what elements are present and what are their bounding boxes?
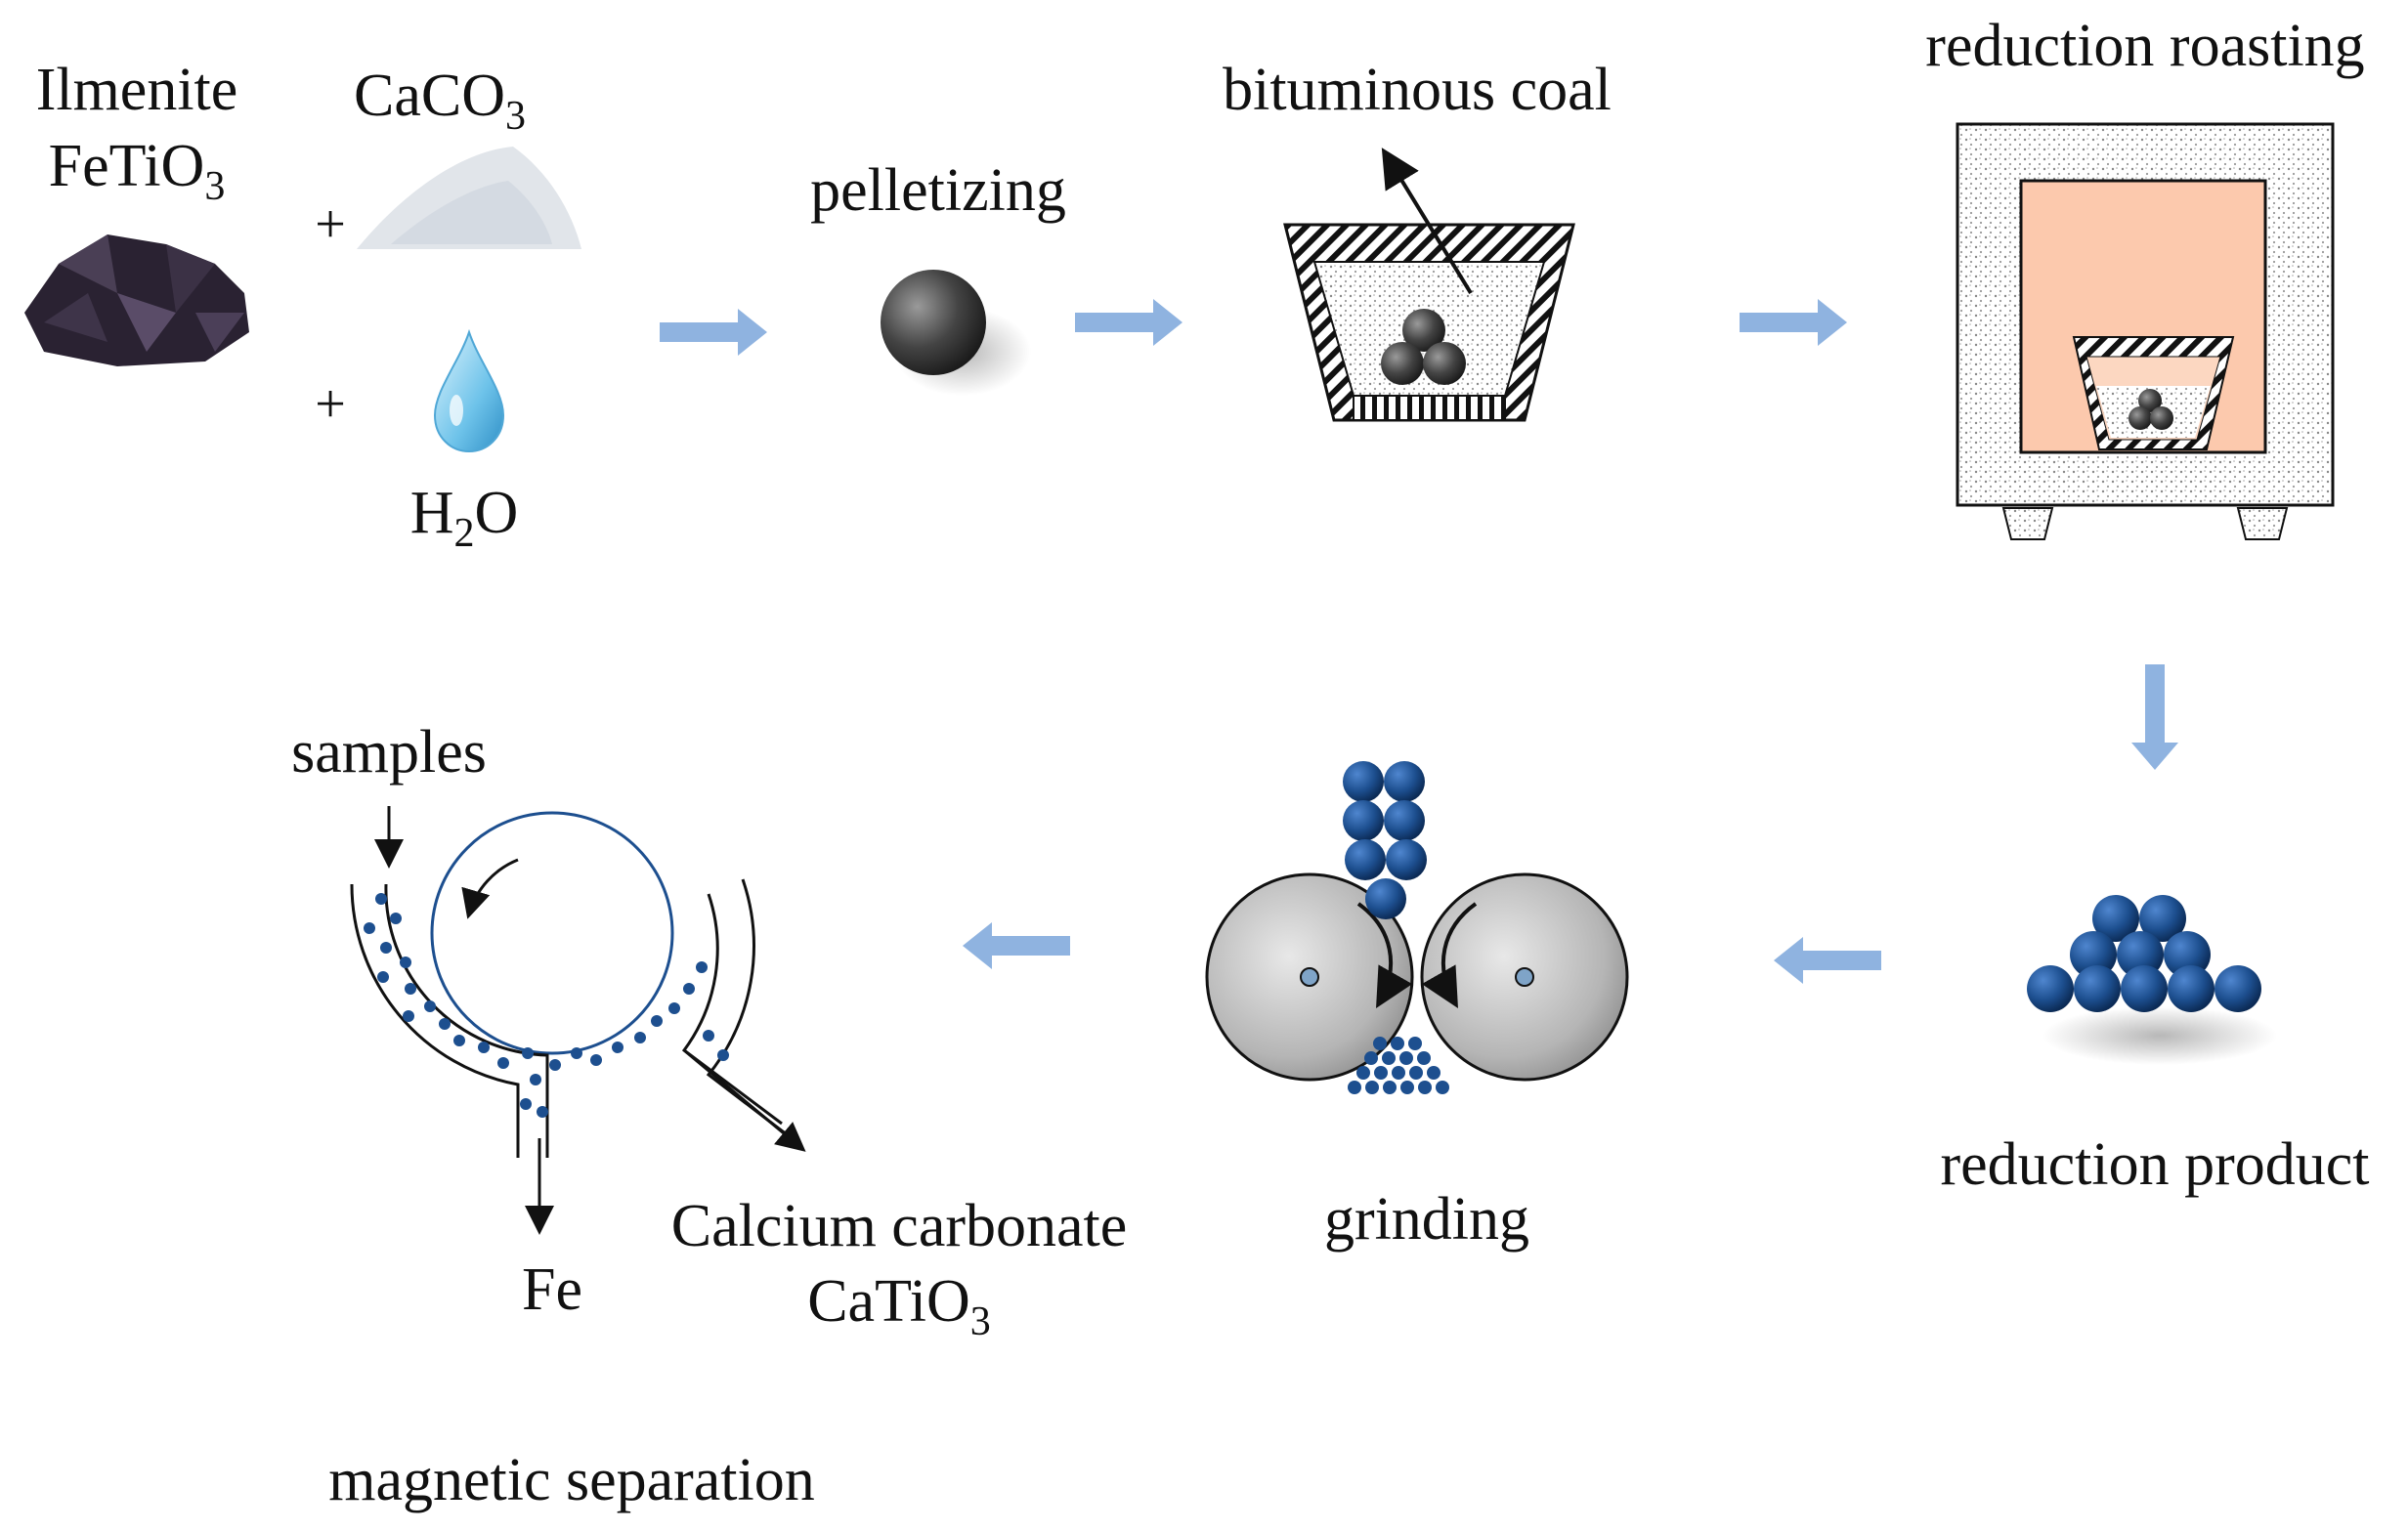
calcium-carbonate-powder-icon — [357, 147, 581, 249]
caco3-label: CaCO3 — [354, 63, 526, 139]
magnetic-separation-label: magnetic separation — [328, 1447, 815, 1513]
bituminous-coal-label: bituminous coal — [1223, 57, 1612, 123]
pelletizing-label: pelletizing — [810, 157, 1066, 224]
calcium-carbonate-label: Calcium carbonate — [671, 1193, 1128, 1259]
magnetic-separator-icon — [350, 806, 806, 1235]
flow-arrow-left-2 — [963, 922, 1070, 969]
reduction-roasting-label: reduction roasting — [1925, 13, 2364, 79]
flow-arrow-down — [2131, 664, 2178, 770]
plus-sign-2: + — [315, 374, 346, 435]
ilmenite-rock-icon — [24, 234, 249, 366]
h2o-label: H2O — [410, 480, 519, 556]
flow-arrow-3 — [1740, 299, 1847, 346]
catio3-label: CaTiO3 — [807, 1268, 991, 1344]
reduction-product-pile-icon — [2027, 895, 2277, 1065]
flow-arrow-2 — [1075, 299, 1182, 346]
furnace-icon — [1956, 122, 2335, 540]
grinding-rollers-icon — [1205, 761, 1629, 1094]
flow-arrow-1 — [660, 309, 767, 356]
ilmenite-label: Ilmenite — [36, 57, 238, 123]
samples-label: samples — [291, 719, 487, 786]
plus-sign-1: + — [315, 194, 346, 255]
fe-label: Fe — [522, 1256, 582, 1323]
fetio3-label: FeTiO3 — [49, 133, 226, 209]
pellet-ball-icon — [881, 270, 1031, 396]
grinding-label: grinding — [1324, 1186, 1529, 1253]
crucible-icon — [1283, 148, 1575, 422]
reduction-product-label: reduction product — [1940, 1131, 2369, 1198]
flow-arrow-left-1 — [1774, 937, 1881, 984]
water-drop-icon — [433, 328, 505, 453]
